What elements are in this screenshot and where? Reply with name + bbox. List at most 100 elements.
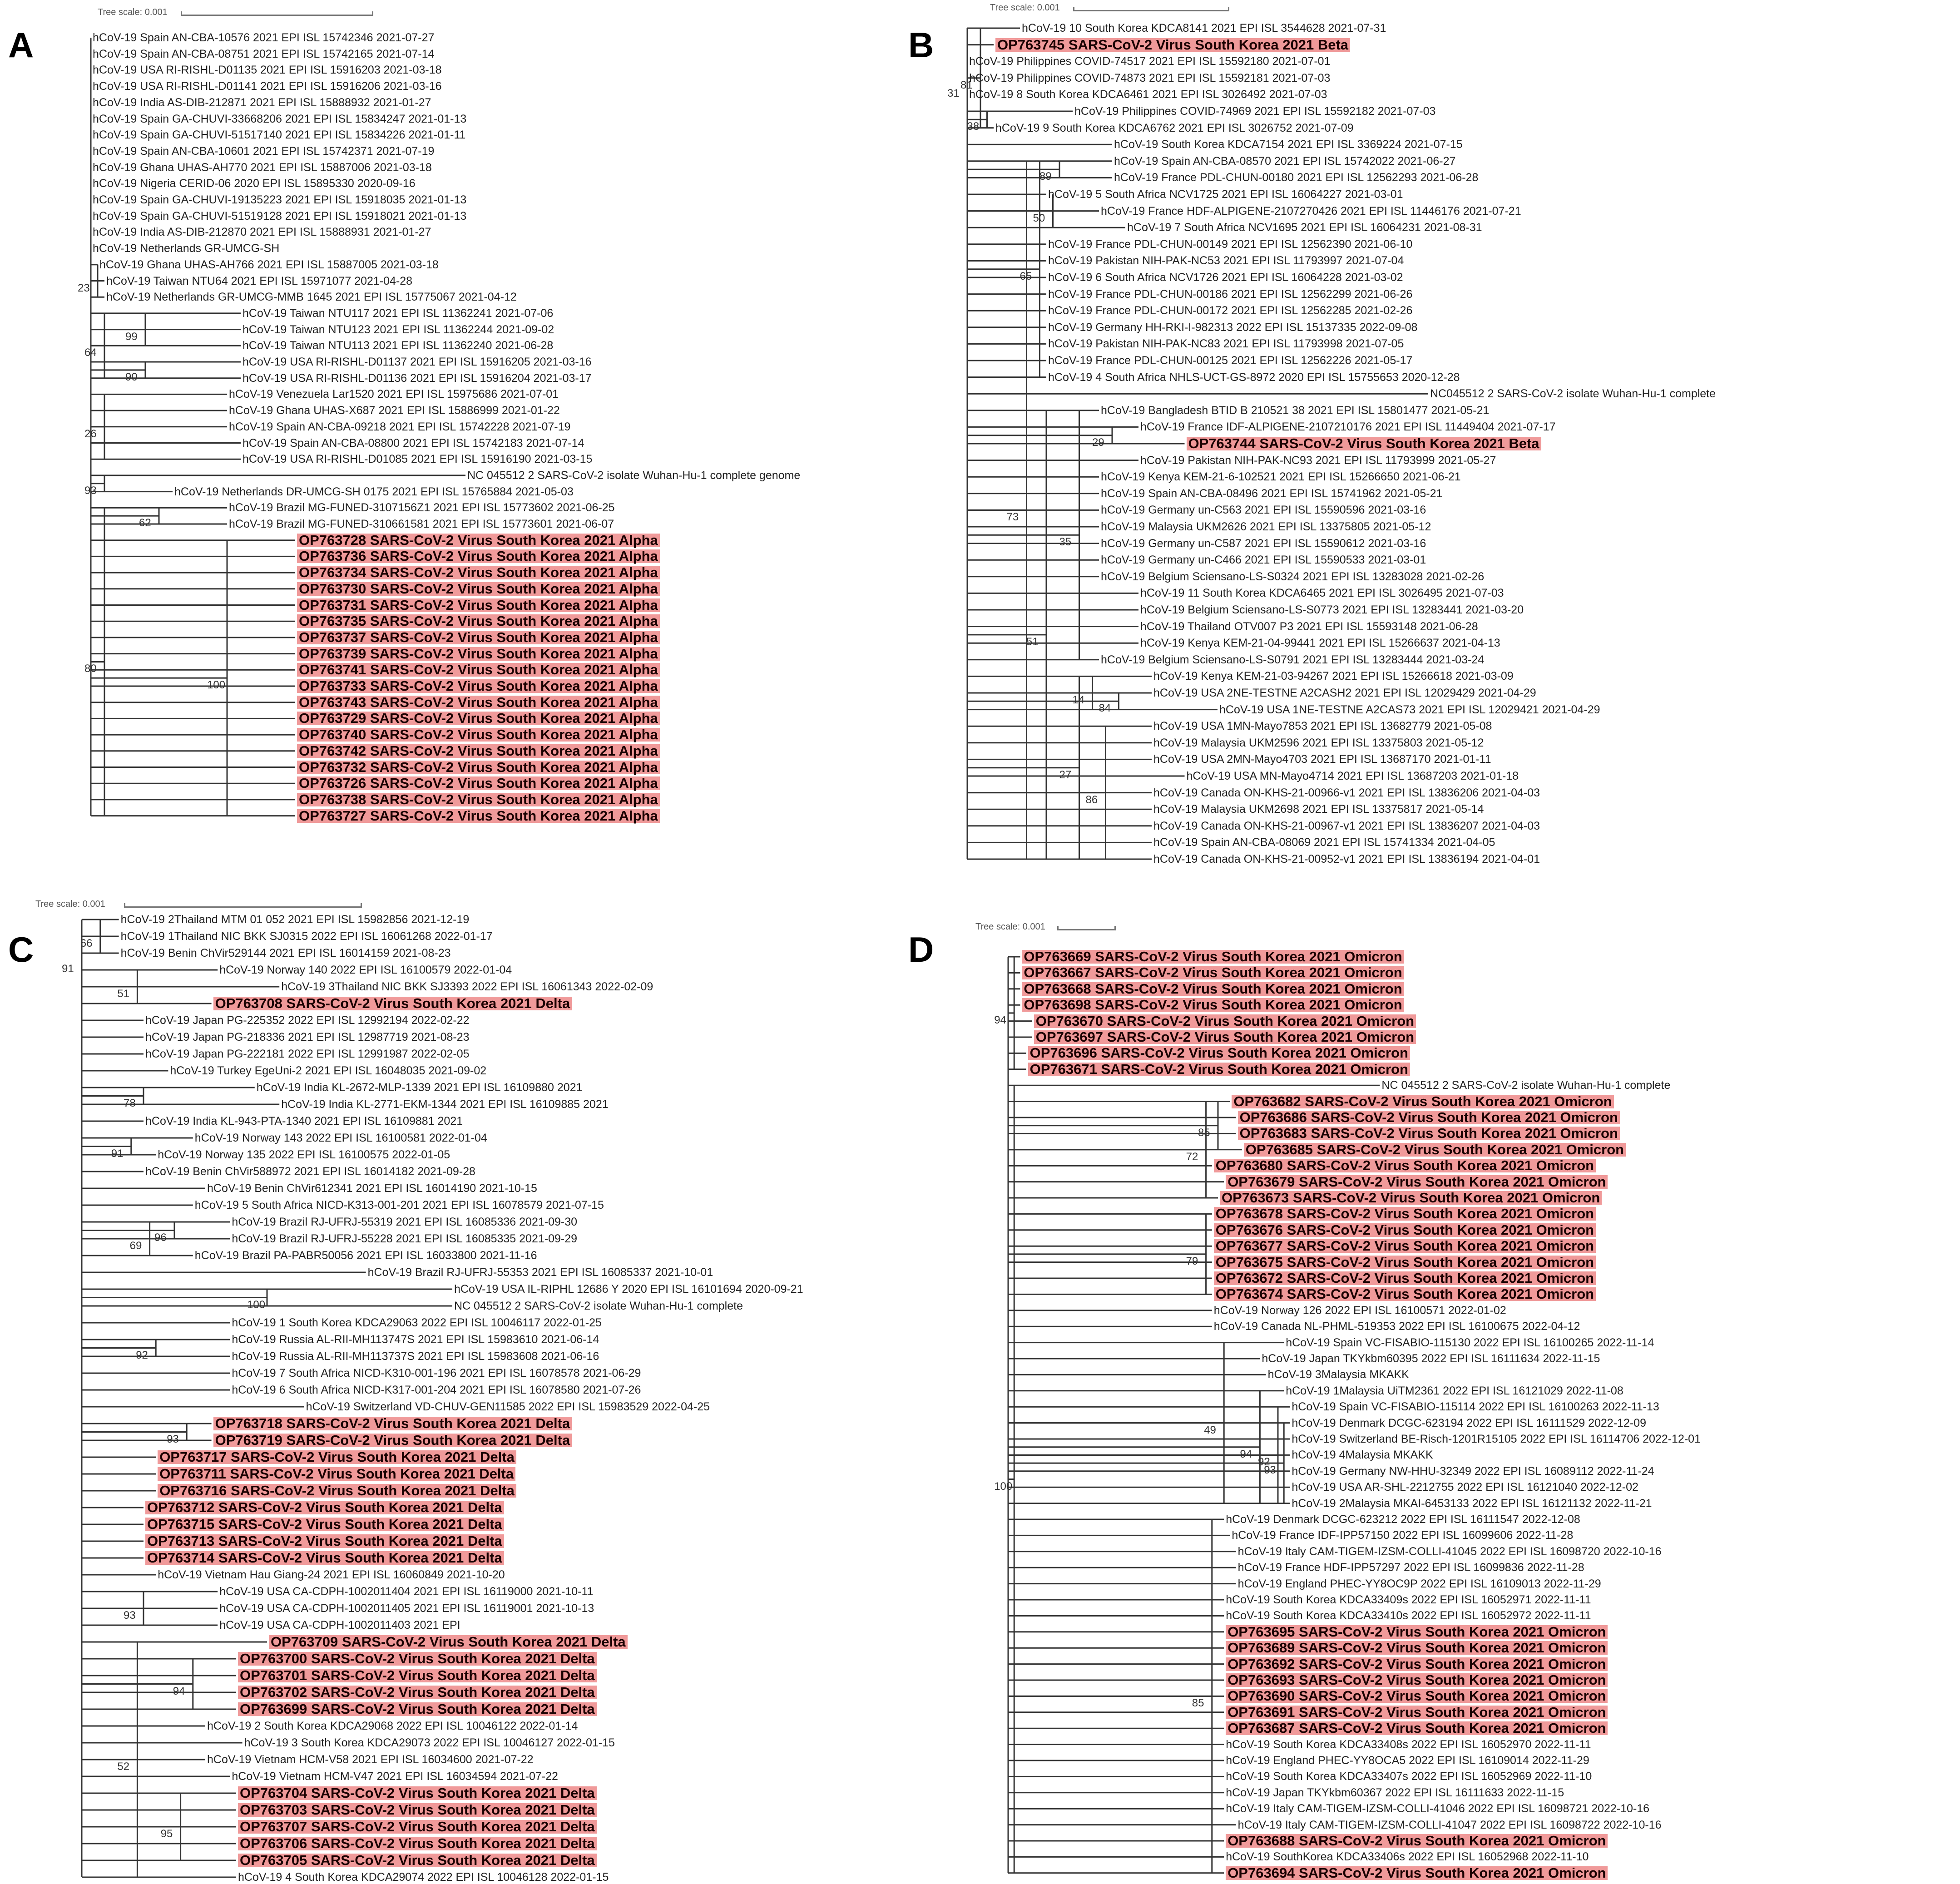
leaf-label: hCoV-19 France IDF-IPP57150 2022 EPI ISL… [1232, 1529, 1574, 1542]
tree-branches [1007, 956, 1380, 1874]
bootstrap-value: 29 [1092, 436, 1104, 449]
highlighted-leaf-label: OP763726 SARS-CoV-2 Virus South Korea 20… [297, 776, 660, 791]
leaf-label: hCoV-19 10 South Korea KDCA8141 2021 EPI… [1022, 22, 1386, 35]
leaf-label: hCoV-19 Italy CAM-TIGEM-IZSM-COLLI-41047… [1237, 1818, 1662, 1831]
leaf-label: hCoV-19 Philippines COVID-74969 2021 EPI… [1074, 105, 1436, 118]
leaf-label: hCoV-19 Turkey EgeUni-2 2021 EPI ISL 160… [170, 1064, 487, 1077]
leaf-label: hCoV-19 Switzerland VD-CHUV-GEN11585 202… [306, 1400, 710, 1413]
highlighted-leaf-label: OP763680 SARS-CoV-2 Virus South Korea 20… [1213, 1158, 1596, 1173]
highlighted-leaf-label: OP763712 SARS-CoV-2 Virus South Korea 20… [145, 1500, 504, 1514]
leaf-label: hCoV-19 Philippines COVID-74517 2021 EPI… [969, 55, 1331, 68]
highlighted-leaf-label: OP763688 SARS-CoV-2 Virus South Korea 20… [1226, 1834, 1608, 1848]
highlighted-leaf-label: OP763731 SARS-CoV-2 Virus South Korea 20… [297, 598, 660, 612]
highlighted-leaf-label: OP763739 SARS-CoV-2 Virus South Korea 20… [297, 647, 660, 661]
highlighted-leaf-label: OP763707 SARS-CoV-2 Virus South Korea 20… [238, 1820, 597, 1834]
tree-branches [966, 27, 1428, 860]
highlighted-leaf-label: OP763683 SARS-CoV-2 Virus South Korea 20… [1237, 1126, 1620, 1141]
leaf-label: hCoV-19 USA RI-RISHL-D01136 2021 EPI ISL… [243, 371, 592, 385]
highlighted-leaf-label: OP763742 SARS-CoV-2 Virus South Korea 20… [297, 744, 660, 758]
highlighted-leaf-label: OP763687 SARS-CoV-2 Virus South Korea 20… [1226, 1721, 1608, 1736]
bootstrap-value: 26 [84, 427, 97, 440]
bootstrap-value: 93 [167, 1433, 179, 1445]
leaf-label: hCoV-19 Philippines COVID-74873 2021 EPI… [969, 71, 1331, 84]
highlighted-leaf-label: OP763728 SARS-CoV-2 Virus South Korea 20… [297, 533, 660, 547]
leaf-label: hCoV-19 Spain AN-CBA-08069 2021 EPI ISL … [1153, 836, 1495, 849]
bootstrap-value: 100 [247, 1298, 266, 1311]
bootstrap-value: 89 [1039, 170, 1052, 183]
bootstrap-value: 62 [139, 517, 151, 529]
leaf-label: hCoV-19 India KL-2771-EKM-1344 2021 EPI … [281, 1098, 609, 1111]
bootstrap-value: 95 [160, 1828, 173, 1840]
highlighted-leaf-label: OP763716 SARS-CoV-2 Virus South Korea 20… [158, 1483, 516, 1498]
bootstrap-value: 93 [84, 484, 97, 497]
leaf-label: hCoV-19 Japan PG-225352 2022 EPI ISL 129… [145, 1014, 470, 1027]
tree-scale-label: Tree scale: 0.001 [35, 899, 105, 909]
leaf-label: hCoV-19 Pakistan NIH-PAK-NC93 2021 EPI I… [1140, 454, 1496, 467]
leaf-label: hCoV-19 1 South Korea KDCA29063 2022 EPI… [232, 1316, 602, 1329]
highlighted-leaf-label: OP763732 SARS-CoV-2 Virus South Korea 20… [297, 760, 660, 774]
highlighted-leaf-label: OP763701 SARS-CoV-2 Virus South Korea 20… [238, 1668, 597, 1682]
leaf-label: hCoV-19 Italy CAM-TIGEM-IZSM-COLLI-41046… [1226, 1802, 1650, 1815]
leaf-label: hCoV-19 Netherlands GR-UMCG-SH [93, 242, 280, 255]
leaf-label: hCoV-19 France PDL-CHUN-00180 2021 EPI I… [1114, 171, 1479, 184]
bootstrap-value: 94 [1240, 1448, 1252, 1460]
highlighted-leaf-label: OP763735 SARS-CoV-2 Virus South Korea 20… [297, 614, 660, 628]
leaf-label: hCoV-19 Venezuela Lar1520 2021 EPI ISL 1… [229, 388, 559, 401]
highlighted-leaf-label: OP763704 SARS-CoV-2 Virus South Korea 20… [238, 1786, 597, 1800]
tree-scale-bar [1073, 7, 1229, 11]
highlighted-leaf-label: OP763727 SARS-CoV-2 Virus South Korea 20… [297, 809, 660, 823]
leaf-label: hCoV-19 France HDF-IPP57297 2022 EPI ISL… [1237, 1561, 1584, 1574]
leaf-label: hCoV-19 Nigeria CERID-06 2020 EPI ISL 15… [93, 177, 416, 190]
leaf-label: NC045512 2 SARS-CoV-2 isolate Wuhan-Hu-1… [1430, 387, 1716, 401]
leaf-label: hCoV-19 Taiwan NTU64 2021 EPI ISL 159710… [106, 274, 413, 287]
leaf-label: hCoV-19 Vietnam HCM-V58 2021 EPI ISL 160… [207, 1753, 534, 1766]
leaf-label: hCoV-19 USA IL-RIPHL 12686 Y 2020 EPI IS… [454, 1283, 803, 1296]
leaf-label: hCoV-19 Japan PG-222181 2022 EPI ISL 129… [145, 1048, 470, 1060]
leaf-label: hCoV-19 Taiwan NTU113 2021 EPI ISL 11362… [243, 339, 554, 352]
leaf-label: hCoV-19 Spain VC-FISABIO-115114 2022 EPI… [1292, 1400, 1659, 1414]
leaf-label: hCoV-19 USA 2MN-Mayo4703 2021 EPI ISL 13… [1153, 753, 1491, 766]
leaf-label: hCoV-19 France IDF-ALPIGENE-2107210176 2… [1140, 420, 1556, 434]
leaf-label: NC 045512 2 SARS-CoV-2 isolate Wuhan-Hu-… [467, 469, 801, 482]
leaf-label: hCoV-19 England PHEC-YY8OCA5 2022 EPI IS… [1226, 1754, 1589, 1767]
highlighted-leaf-label: OP763709 SARS-CoV-2 Virus South Korea 20… [269, 1635, 628, 1649]
bootstrap-value: 51 [1026, 635, 1039, 648]
leaf-label: hCoV-19 Norway 143 2022 EPI ISL 16100581… [194, 1132, 487, 1144]
leaf-label: hCoV-19 Spain GA-CHUVI-51519128 2021 EPI… [93, 209, 467, 223]
highlighted-leaf-label: OP763702 SARS-CoV-2 Virus South Korea 20… [238, 1685, 597, 1699]
highlighted-leaf-label: OP763740 SARS-CoV-2 Virus South Korea 20… [297, 727, 660, 742]
leaf-label: hCoV-19 Spain GA-CHUVI-51517140 2021 EPI… [93, 129, 466, 142]
bootstrap-value: 72 [1186, 1150, 1198, 1163]
leaf-label: hCoV-19 Brazil MG-FUNED-310661581 2021 E… [229, 518, 614, 530]
highlighted-leaf-label: OP763733 SARS-CoV-2 Virus South Korea 20… [297, 679, 660, 693]
leaf-label: hCoV-19 4 South Korea KDCA29074 2022 EPI… [238, 1871, 609, 1884]
leaf-label: hCoV-19 Canada NL-PHML-519353 2022 EPI I… [1213, 1320, 1580, 1333]
bootstrap-value: 65 [1020, 270, 1032, 282]
highlighted-leaf-label: OP763736 SARS-CoV-2 Virus South Korea 20… [297, 549, 660, 564]
leaf-label: hCoV-19 Brazil MG-FUNED-3107156Z1 2021 E… [229, 501, 615, 514]
leaf-label: hCoV-19 5 South Africa NICD-K313-001-201… [194, 1199, 604, 1211]
leaf-label: hCoV-19 Germany un-C466 2021 EPI ISL 155… [1101, 554, 1426, 567]
leaf-label: hCoV-19 Belgium Sciensano-LS-S0324 2021 … [1101, 570, 1485, 583]
leaf-label: hCoV-19 Malaysia UKM2596 2021 EPI ISL 13… [1153, 736, 1484, 749]
leaf-label: hCoV-19 Netherlands DR-UMCG-SH 0175 2021… [174, 485, 574, 498]
leaf-label: hCoV-19 Belgium Sciensano-LS-S0791 2021 … [1101, 653, 1485, 666]
highlighted-leaf-label: OP763706 SARS-CoV-2 Virus South Korea 20… [238, 1836, 597, 1850]
leaf-label: hCoV-19 2 South Korea KDCA29068 2022 EPI… [207, 1720, 578, 1732]
bootstrap-value: 94 [994, 1014, 1006, 1026]
leaf-label: hCoV-19 Kenya KEM-21-04-99441 2021 EPI I… [1140, 637, 1500, 650]
bootstrap-value: 31 [947, 87, 960, 100]
leaf-label: hCoV-19 India KL-2672-MLP-1339 2021 EPI … [256, 1081, 583, 1094]
highlighted-leaf-label: OP763734 SARS-CoV-2 Virus South Korea 20… [297, 565, 660, 580]
bootstrap-value: 85 [1198, 1126, 1210, 1139]
highlighted-leaf-label: OP763745 SARS-CoV-2 Virus South Korea 20… [995, 38, 1351, 52]
leaf-label: hCoV-19 Brazil RJ-UFRJ-55228 2021 EPI IS… [232, 1232, 578, 1245]
leaf-label: hCoV-19 8 South Korea KDCA6461 2021 EPI … [969, 88, 1327, 101]
bootstrap-value: 38 [967, 120, 980, 133]
bootstrap-value: 100 [994, 1480, 1013, 1493]
leaf-label: hCoV-19 Thailand OTV007 P3 2021 EPI ISL … [1140, 620, 1478, 633]
tree-scale-bar [1057, 926, 1116, 930]
leaf-label: hCoV-19 Japan TKYkbm60395 2022 EPI ISL 1… [1262, 1352, 1600, 1365]
leaf-label: hCoV-19 South Korea KDCA33409s 2022 EPI … [1226, 1593, 1591, 1606]
